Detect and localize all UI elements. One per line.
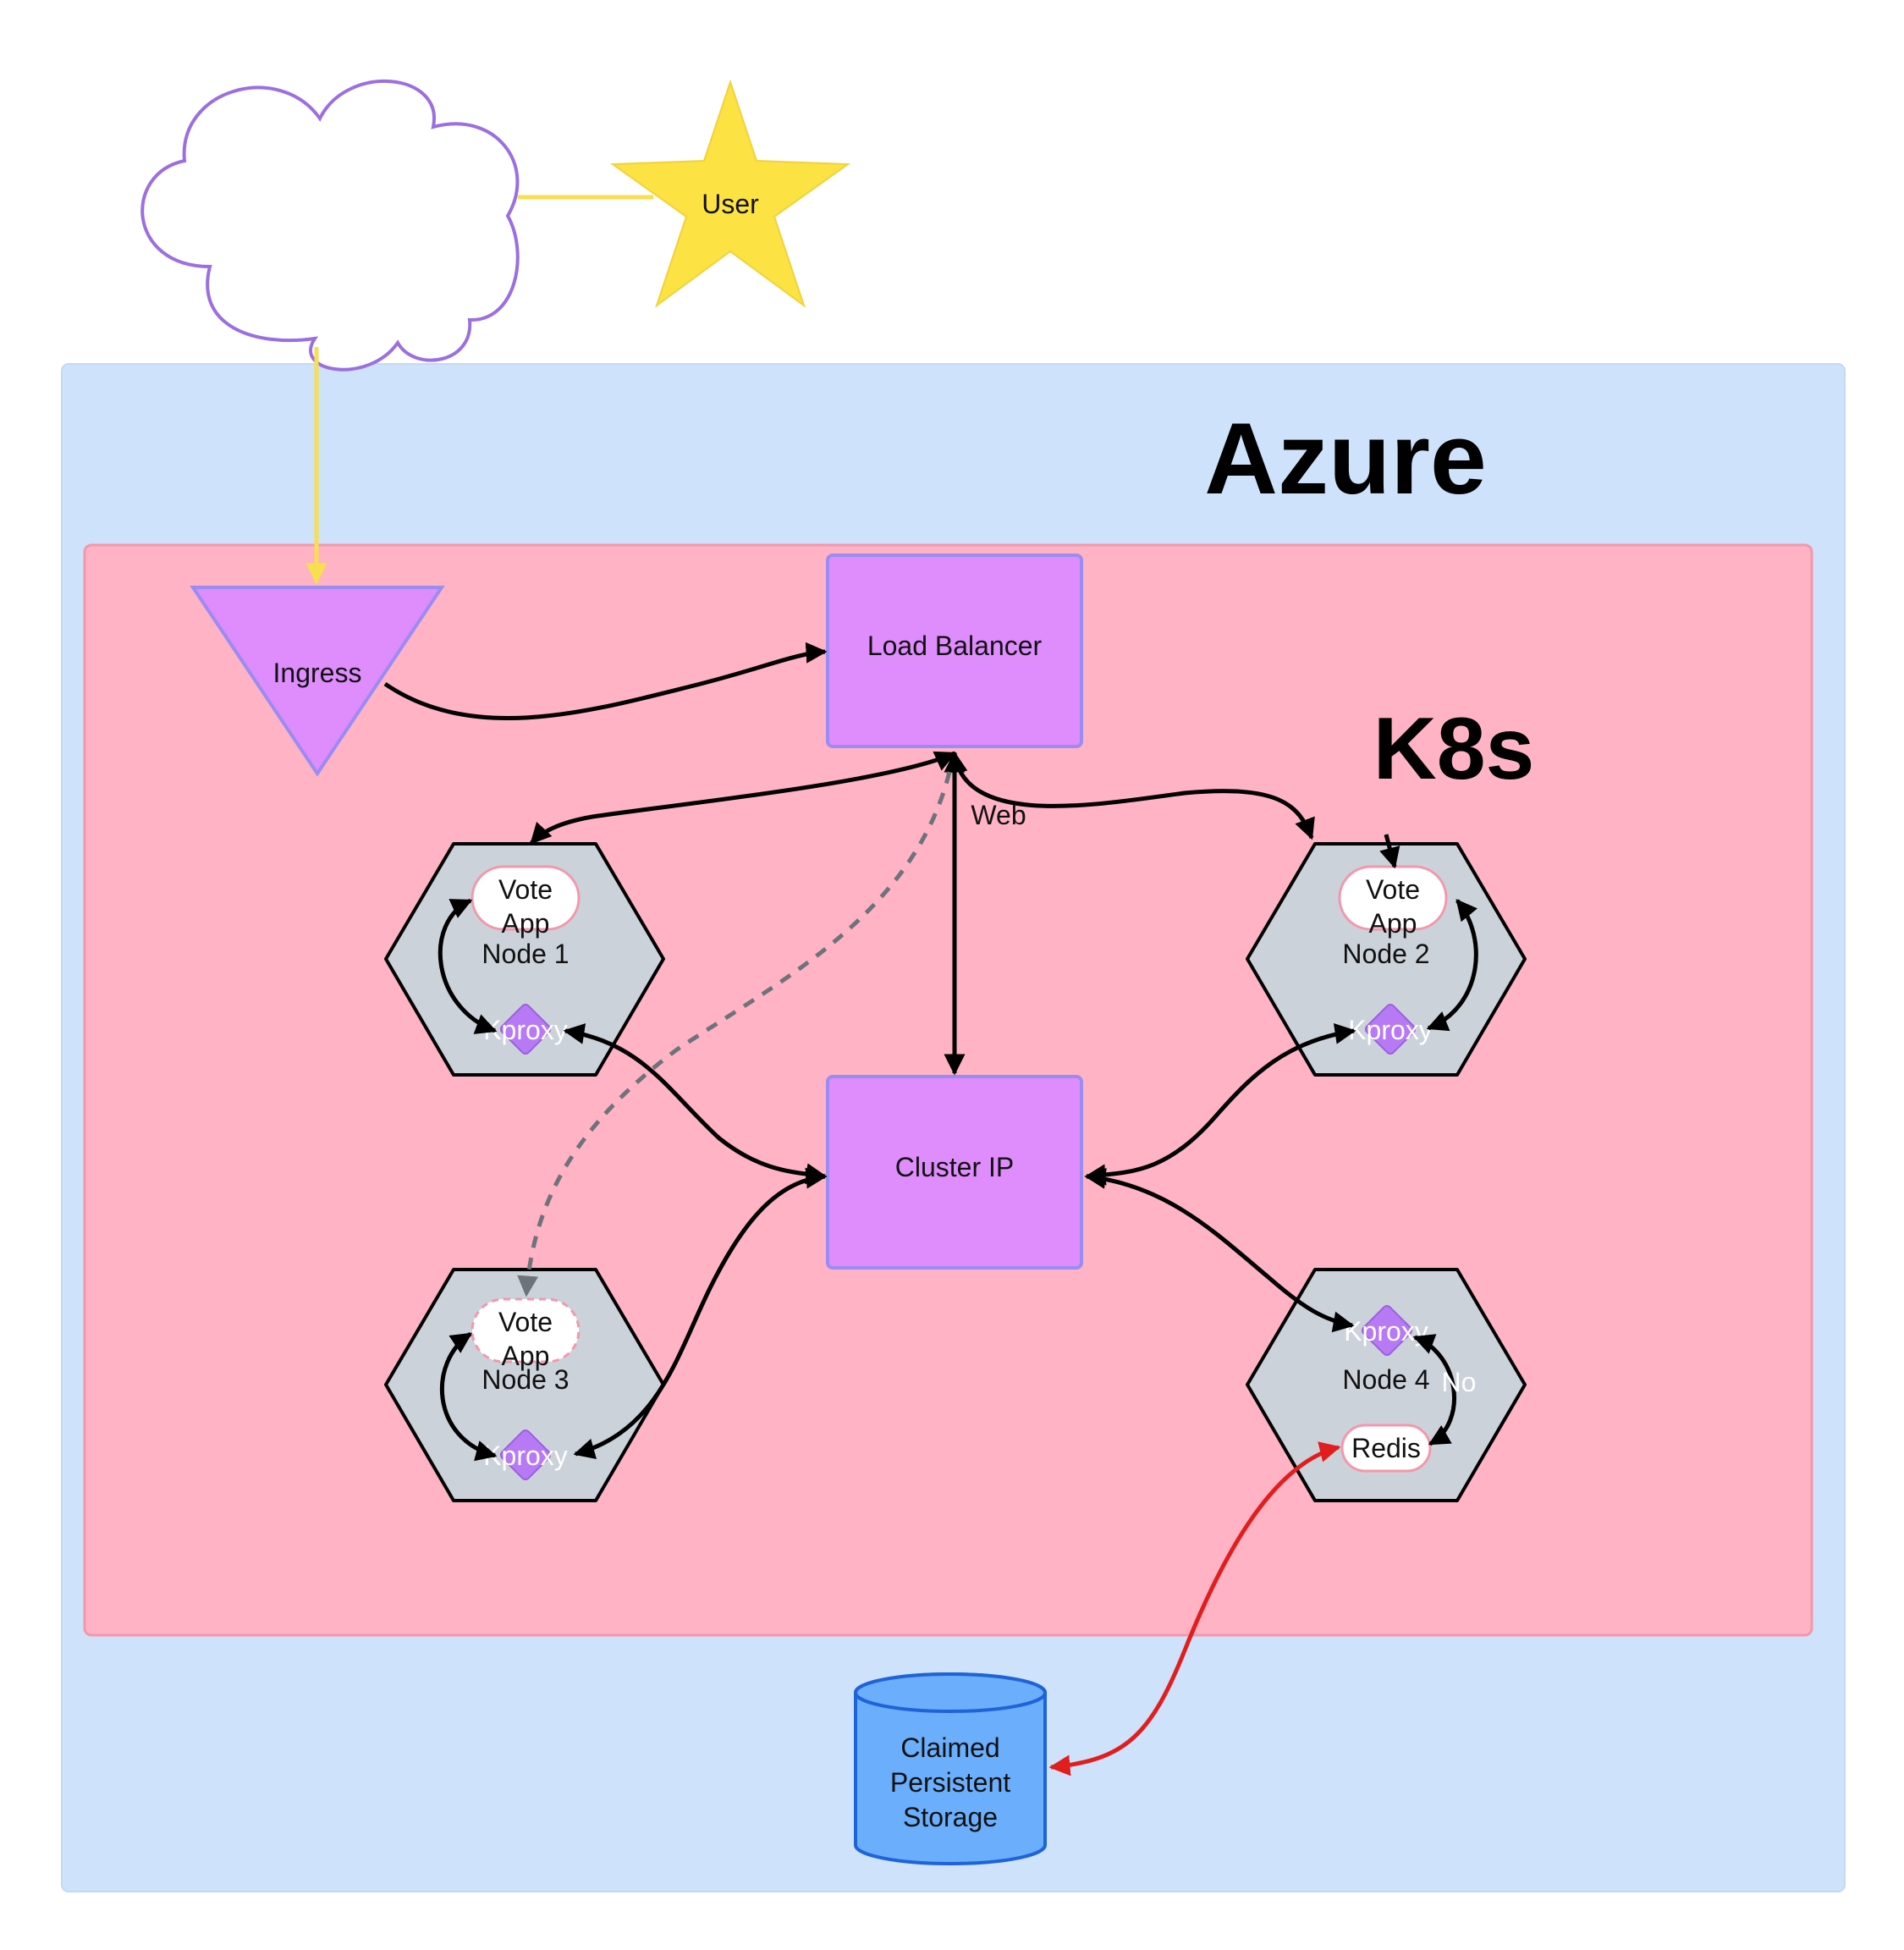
redis-pill[interactable] xyxy=(1340,1424,1432,1473)
redis-label: Redis xyxy=(1351,1433,1421,1463)
vote-app-pill[interactable] xyxy=(470,865,581,931)
node-label: Node 3 xyxy=(482,1364,569,1395)
storage-label: Persistent xyxy=(890,1767,1010,1798)
kproxy-label: Kproxy xyxy=(1344,1316,1428,1347)
load-balancer-box[interactable] xyxy=(826,554,1083,748)
web-edge-label: Web xyxy=(971,800,1026,830)
lb-node3-dashed-link xyxy=(517,771,952,1297)
node-label: Node 2 xyxy=(1342,939,1429,969)
vote-app-label: App xyxy=(502,908,550,939)
internet-cloud-icon xyxy=(140,80,520,372)
node-label: Node 1 xyxy=(482,939,569,969)
node1-internal-link xyxy=(437,898,498,1034)
storage-label: Storage xyxy=(903,1802,998,1832)
kproxy-diamond-icon[interactable] xyxy=(1361,1304,1413,1357)
k8s-title: K8s xyxy=(1373,700,1535,798)
redis-storage-link xyxy=(1048,1441,1341,1776)
kproxy-label: Kproxy xyxy=(1348,1015,1433,1045)
kproxy-diamond-icon[interactable] xyxy=(499,1003,552,1055)
node2-internal-link xyxy=(1426,899,1478,1032)
vote-app-label: Vote xyxy=(1366,874,1420,905)
node2-lb-entry-link xyxy=(1379,834,1400,869)
vote-app-label: App xyxy=(1369,908,1417,939)
ingress-lb-link xyxy=(383,642,828,720)
azure-title: Azure xyxy=(1204,402,1486,515)
vote-app-pill[interactable] xyxy=(470,1297,581,1363)
kproxy-diamond-icon[interactable] xyxy=(1364,1003,1417,1055)
kproxy-label: Kproxy xyxy=(483,1015,568,1045)
storage-label: Claimed xyxy=(900,1732,999,1763)
kproxy-label: Kproxy xyxy=(483,1440,568,1471)
vote-app-label: App xyxy=(502,1341,550,1371)
load-balancer-label: Load Balancer xyxy=(867,631,1043,661)
ingress-label: Ingress xyxy=(273,658,362,688)
node4-internal-link xyxy=(1412,1334,1456,1446)
kproxy-diamond-icon[interactable] xyxy=(499,1429,552,1481)
user-label: User xyxy=(702,189,759,219)
cluster-ip-label: Cluster IP xyxy=(895,1152,1014,1182)
user-star-icon[interactable] xyxy=(610,79,850,308)
no-edge-label: No xyxy=(1442,1367,1477,1397)
node3-internal-link xyxy=(439,1331,498,1462)
lb-node2-link xyxy=(946,751,1315,840)
ingress-shape[interactable] xyxy=(190,586,445,777)
vote-app-label: Vote xyxy=(498,1307,553,1337)
cluster-ip-box[interactable] xyxy=(826,1075,1083,1270)
storage-cylinder-top xyxy=(854,1672,1047,1713)
node-label: Node 4 xyxy=(1342,1364,1429,1395)
clusterip-node4-link xyxy=(1084,1167,1355,1333)
vote-app-label: Vote xyxy=(498,874,553,905)
persistent-storage[interactable]: Claimed Persistent Storage xyxy=(854,1672,1047,1865)
node3-clusterip-link xyxy=(573,1167,828,1459)
lb-node1-link xyxy=(530,751,957,845)
